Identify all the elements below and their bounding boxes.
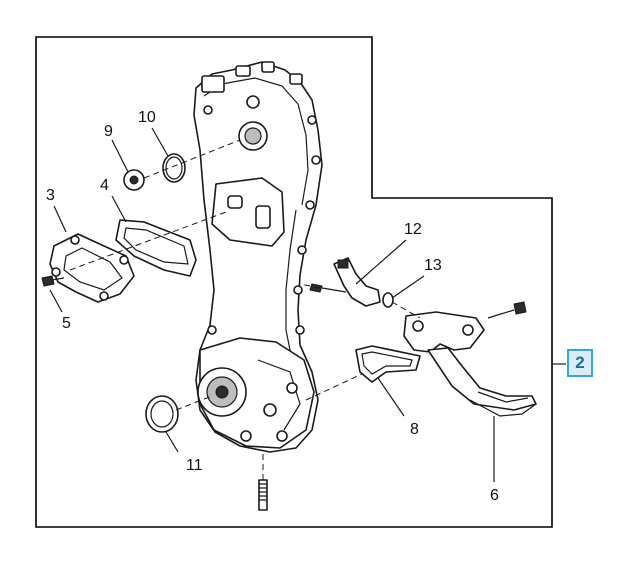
part-11-seal bbox=[145, 395, 179, 433]
callout-11: 11 bbox=[186, 457, 203, 474]
assembly-lines bbox=[69, 139, 421, 411]
part-4-gasket bbox=[115, 219, 197, 277]
part-5-bolt bbox=[41, 275, 65, 287]
part-12-sensor bbox=[309, 257, 381, 307]
stud bbox=[258, 454, 268, 511]
diagram-frame bbox=[35, 36, 553, 528]
part-6-pickup-tube bbox=[403, 311, 537, 417]
callout-6: 6 bbox=[490, 487, 499, 504]
callout-9: 9 bbox=[104, 123, 113, 140]
callout-10: 10 bbox=[138, 109, 156, 126]
reference-badge-2[interactable]: 2 bbox=[567, 349, 593, 377]
callout-3: 3 bbox=[46, 187, 55, 204]
part-8-gasket bbox=[355, 345, 421, 383]
callout-12: 12 bbox=[404, 221, 422, 238]
part-13-o-ring bbox=[382, 292, 394, 308]
pickup-bolt bbox=[487, 301, 527, 319]
callout-13: 13 bbox=[424, 257, 442, 274]
callout-4: 4 bbox=[100, 177, 109, 194]
callout-8: 8 bbox=[410, 421, 419, 438]
timing-cover bbox=[193, 61, 323, 453]
part-3-cover-plate bbox=[49, 233, 135, 303]
callout-5: 5 bbox=[62, 315, 71, 332]
leader-lines bbox=[49, 127, 566, 482]
part-10-o-ring bbox=[162, 153, 186, 183]
part-9-cap bbox=[123, 169, 145, 191]
